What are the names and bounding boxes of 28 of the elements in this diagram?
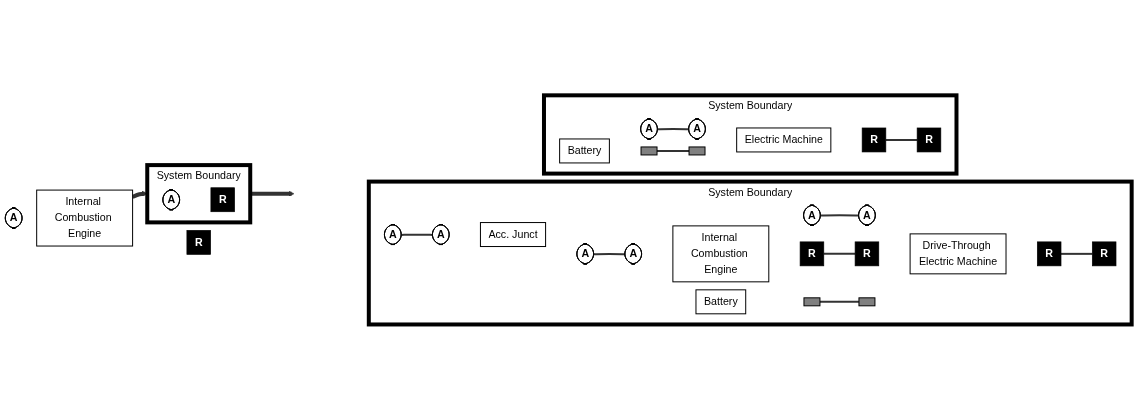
node-box: R — [1037, 241, 1062, 267]
connector — [822, 252, 857, 255]
node-box: R — [916, 127, 942, 153]
node-box — [640, 146, 658, 156]
node-box: Electric Machine — [736, 127, 832, 153]
node-box: Drive-Through Electric Machine — [909, 233, 1007, 275]
connector — [819, 214, 860, 217]
node-box — [688, 146, 706, 156]
connector — [656, 128, 690, 131]
connector — [1060, 252, 1094, 255]
node-box: Battery — [559, 138, 610, 164]
node-box: R — [799, 241, 825, 267]
node-box — [803, 297, 821, 307]
node-box: R — [854, 241, 880, 267]
connector — [818, 300, 860, 303]
node-box: R — [861, 127, 887, 153]
node-box: Acc. Junct — [479, 222, 547, 248]
node-box: R — [210, 187, 235, 213]
connector — [656, 150, 691, 153]
node-box: Internal Combustion Engine — [672, 225, 770, 283]
connector — [592, 253, 627, 256]
connector — [400, 233, 434, 236]
connector — [884, 139, 919, 142]
node-box: Battery — [695, 289, 747, 315]
node-box: R — [186, 230, 211, 255]
node-box: R — [1092, 241, 1117, 267]
node-box: Internal Combustion Engine — [36, 189, 134, 247]
node-box — [858, 297, 876, 307]
